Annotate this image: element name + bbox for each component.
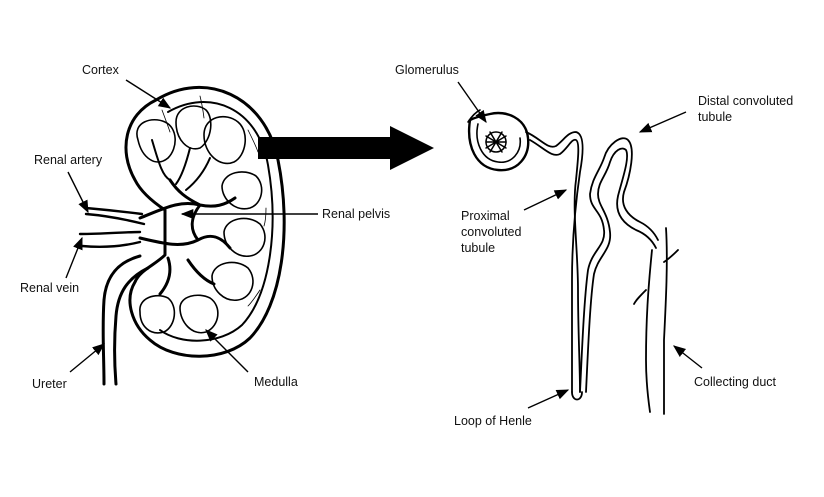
distal-leader <box>638 111 687 133</box>
renal-pyramids <box>136 105 266 334</box>
kidney-outline <box>124 85 286 358</box>
cortex-leader <box>125 79 172 109</box>
renal-vein-vessel <box>78 230 142 248</box>
leader-arrows <box>65 79 703 409</box>
renal-artery-label: Renal artery <box>34 153 103 167</box>
collecting-duct-label: Collecting duct <box>694 375 776 389</box>
renal-vein-leader <box>65 236 83 279</box>
ureter-vessel <box>101 254 150 386</box>
collecting-duct-vessel <box>633 227 679 415</box>
glomerulus-knot <box>485 131 507 153</box>
medulla-leader <box>205 329 249 373</box>
renal-pelvis-label: Renal pelvis <box>322 207 391 221</box>
cortex-lines <box>161 95 267 307</box>
proximal-tubule <box>525 131 584 393</box>
proximal-tubule-label: Proximal convoluted tubule <box>461 208 521 256</box>
proximal-tubule-label-line-1: Proximal <box>461 209 510 223</box>
renal-pelvis <box>138 178 237 296</box>
nephron <box>467 109 679 415</box>
renal-vein-label: Renal vein <box>20 281 80 295</box>
proximal-tubule-label-line-2: convoluted <box>461 225 522 239</box>
glomerulus-label: Glomerulus <box>395 63 459 77</box>
distal-tubule-label: Distal convoluted tubule <box>698 93 793 125</box>
renal-artery-leader <box>67 171 89 214</box>
ureter-label: Ureter <box>32 377 67 391</box>
distal-tubule-label-line-1: Distal convoluted <box>698 94 794 108</box>
glomerulus-leader <box>457 81 487 124</box>
proximal-tubule-label-line-3: tubule <box>461 241 496 255</box>
proximal-leader <box>523 189 568 211</box>
renal-artery-vessel <box>84 206 146 226</box>
loop-of-henle-bend <box>571 391 583 401</box>
kidney-cross-section <box>78 85 286 386</box>
collecting-duct-leader <box>673 345 703 369</box>
zoom-arrow <box>258 126 434 170</box>
cortex-label: Cortex <box>82 63 119 77</box>
loop-of-henle-label: Loop of Henle <box>454 414 532 428</box>
distal-tubule-label-line-2: tubule <box>698 110 733 124</box>
medulla-label: Medulla <box>254 375 298 389</box>
ureter-leader <box>69 343 105 373</box>
loop-of-henle-leader <box>527 389 570 409</box>
distal-tubule <box>579 137 659 393</box>
